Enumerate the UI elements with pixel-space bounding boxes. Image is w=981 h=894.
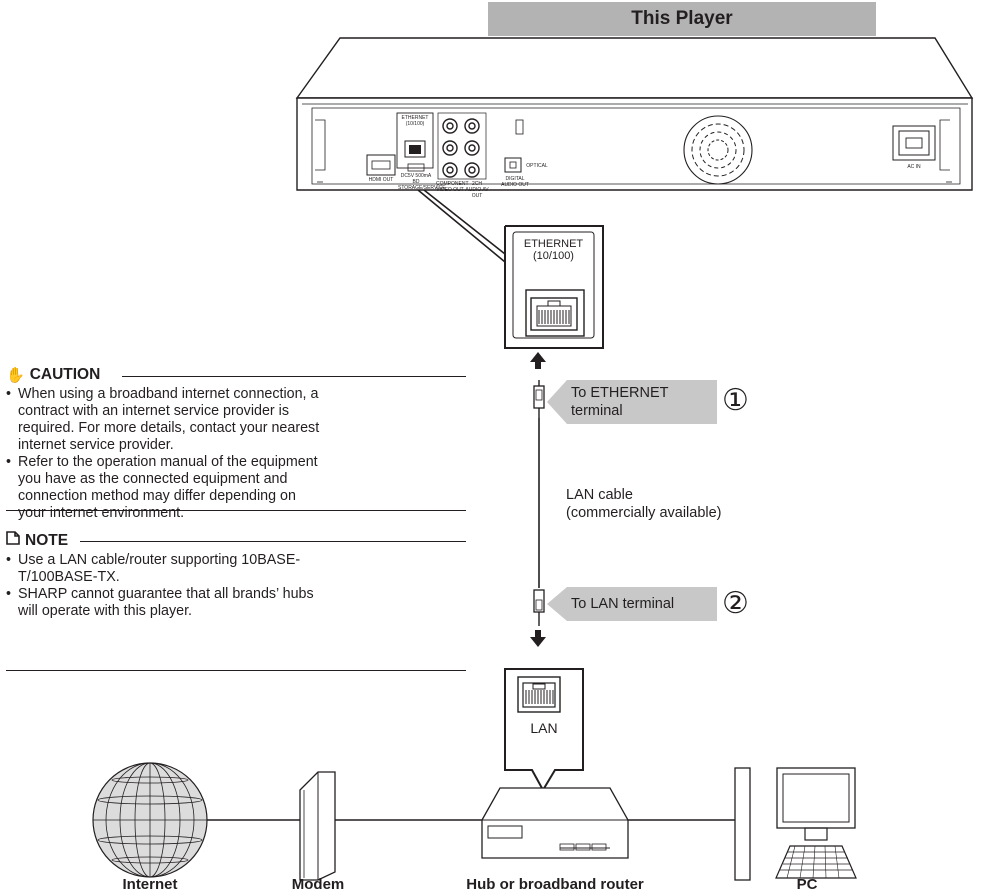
caution-box: ✋ CAUTION When using a broadband interne… (6, 366, 466, 522)
step1-callout-line1: To ETHERNET (571, 385, 669, 401)
step1-callout-line2: terminal (571, 403, 623, 419)
lan-cable (530, 352, 546, 647)
ethernet-zoom-callout (417, 189, 604, 349)
note-item: Use a LAN cable/router supporting 10BASE… (6, 552, 318, 586)
step2-number: ② (722, 587, 749, 620)
rear-audio-label: 2CH AUDIO AV OUT (465, 181, 489, 199)
rear-ac-label: AC IN (907, 164, 921, 170)
rear-ethernet-label: ETHERNET (10/100) (401, 115, 429, 127)
zoom-ethernet-line2: (10/100) (533, 250, 574, 262)
note-rule-top (80, 541, 466, 542)
caution-heading: ✋ CAUTION (6, 366, 466, 384)
lan-cable-line2: (commercially available) (566, 505, 722, 521)
pc-icon (734, 767, 857, 881)
router-lan-port-callout (504, 668, 584, 793)
internet-label: Internet (122, 876, 178, 893)
caution-item: Refer to the operation manual of the equ… (6, 454, 324, 522)
lan-cable-label: LAN cable (commercially available) (566, 486, 766, 522)
rear-optical-label: OPTICAL (526, 163, 548, 169)
player-illustration (295, 37, 974, 191)
player-title: This Player (488, 2, 876, 36)
rear-digital-audio-label: DIGITAL AUDIO OUT (501, 176, 529, 188)
step2-callout-text: To LAN terminal (571, 596, 675, 612)
internet-globe-icon (92, 762, 208, 878)
caution-rule-bottom (6, 510, 466, 511)
router-lan-label: LAN (530, 720, 558, 736)
lan-cable-line1: LAN cable (566, 487, 633, 503)
step2-callout: To LAN terminal (547, 587, 717, 621)
note-heading: NOTE (6, 531, 466, 550)
caution-heading-text: CAUTION (29, 366, 101, 383)
router-label: Hub or broadband router (466, 876, 644, 893)
caution-item: When using a broadband internet connecti… (6, 386, 324, 454)
note-box: NOTE Use a LAN cable/router supporting 1… (6, 531, 466, 620)
rear-hdmi-label: HDMI OUT (368, 177, 394, 183)
zoom-ethernet-line1: ETHERNET (523, 238, 584, 250)
note-heading-text: NOTE (25, 531, 69, 549)
pc-label: PC (796, 876, 818, 893)
modem-label: Modem (291, 876, 345, 893)
step1-number: ① (722, 384, 749, 417)
step1-callout: To ETHERNET terminal (547, 380, 717, 424)
rear-usb-label: DC5V 500mA BD STORAGE/SERVICE (398, 173, 446, 191)
note-list: Use a LAN cable/router supporting 10BASE… (6, 552, 318, 620)
rear-component-label: COMPONENT VIDEO OUT (436, 181, 469, 193)
note-rule-bottom (6, 670, 466, 671)
note-item: SHARP cannot guarantee that all brands’ … (6, 586, 318, 620)
player-title-text: This Player (631, 8, 733, 29)
modem-icon (299, 771, 336, 881)
caution-list: When using a broadband internet connecti… (6, 386, 324, 522)
caution-hand-icon: ✋ (6, 367, 25, 384)
zoom-ethernet-label: ETHERNET (10/100) (513, 238, 594, 262)
note-page-icon (6, 531, 20, 550)
router-icon (481, 787, 629, 859)
caution-rule-top (122, 376, 466, 377)
